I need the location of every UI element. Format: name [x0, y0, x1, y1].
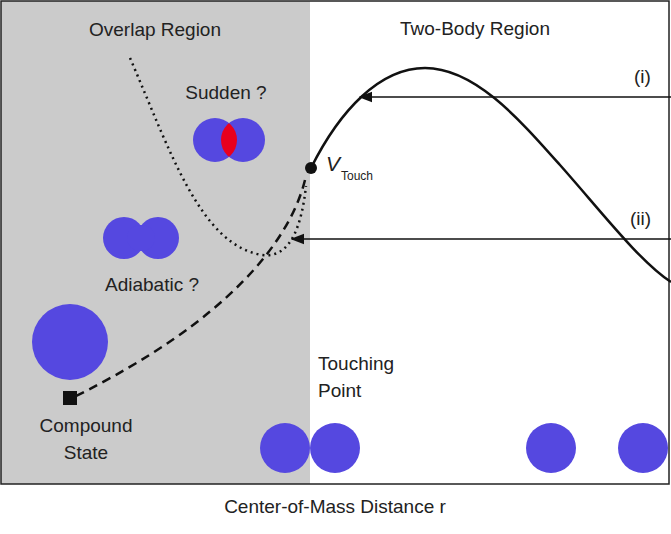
compound-nucleus	[32, 304, 108, 380]
nucleus	[526, 423, 576, 473]
nucleus	[310, 423, 360, 473]
adiabatic-curve	[72, 180, 305, 398]
state-label: Touching Point	[318, 350, 413, 404]
nucleus-neck	[127, 225, 155, 251]
overlap-lens	[221, 118, 265, 162]
energy-arrow	[292, 238, 671, 240]
axis-title: Center-of-Mass Distance r	[224, 496, 446, 518]
case-number: (i)	[634, 66, 651, 88]
nucleus	[260, 423, 310, 473]
potential-symbol: V	[326, 152, 340, 175]
nucleus	[221, 118, 265, 162]
state-label: Sudden ?	[185, 82, 266, 104]
nucleus	[618, 423, 668, 473]
potential-subscript: Touch	[341, 169, 373, 183]
state-label: Compound State	[26, 412, 146, 466]
potential-curve	[311, 68, 671, 282]
energy-arrow	[360, 96, 671, 98]
compound-marker	[63, 391, 77, 405]
state-label: Adiabatic ?	[105, 274, 199, 296]
frame	[1, 1, 669, 484]
overlap-band-fill	[1, 1, 310, 484]
region-title: Overlap Region	[89, 19, 221, 41]
case-number: (ii)	[630, 208, 651, 230]
overlap-region-band: Overlap Region	[1, 1, 310, 484]
touch-point-dot	[305, 162, 317, 174]
region-title: Two-Body Region	[400, 18, 550, 40]
